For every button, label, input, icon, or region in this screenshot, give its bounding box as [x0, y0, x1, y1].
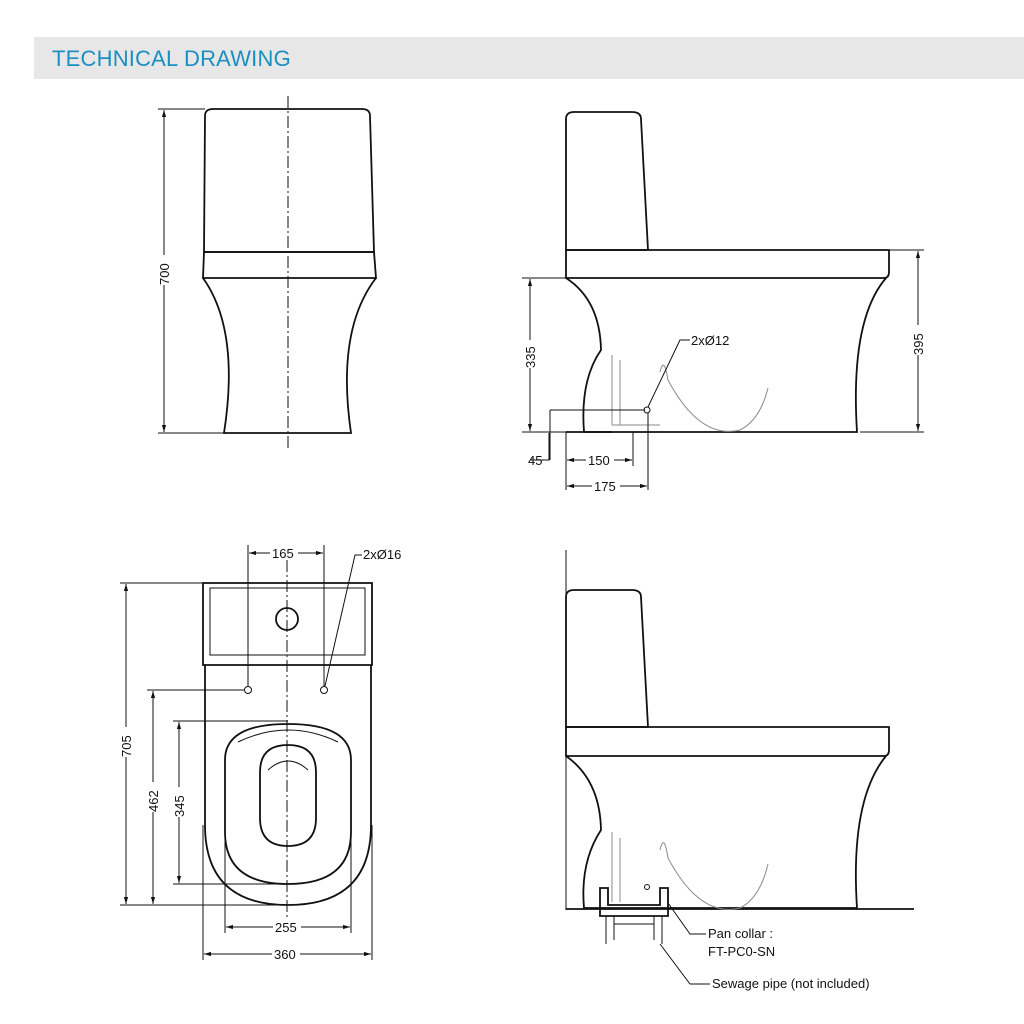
side-dim-45: 45	[528, 453, 542, 468]
detail-sewage-leader	[659, 943, 710, 985]
detail-trapway	[611, 832, 769, 910]
front-view: 700	[156, 96, 377, 448]
front-dim-700-bg	[156, 255, 172, 285]
top-dim-705-bg	[119, 727, 133, 757]
detail-pan-collar-code: FT-PC0-SN	[708, 944, 775, 959]
top-dim-165: 165	[272, 546, 294, 561]
section-title: TECHNICAL DRAWING	[52, 46, 291, 71]
side-seat-outline	[565, 249, 890, 279]
side-dim-395-bg	[911, 325, 925, 355]
top-dim-345-bg	[172, 787, 186, 817]
top-dim-360: 360	[274, 947, 296, 962]
detail-seat-outline	[565, 726, 890, 757]
front-seat-band	[202, 251, 377, 279]
front-bowl-outline	[202, 277, 377, 434]
side-dim-150: 150	[588, 453, 610, 468]
top-dim-345: 345	[172, 795, 187, 817]
side-dim-150-bg	[586, 452, 614, 466]
top-callout-16: 2xØ16	[363, 547, 401, 562]
top-view: 165 2xØ16 705 462 345 255 360	[119, 545, 401, 962]
top-dim-255-bg	[273, 919, 301, 933]
detail-sewage-pipe	[605, 916, 663, 944]
top-dim-462: 462	[146, 790, 161, 812]
side-dim-45-leader	[530, 433, 550, 461]
detail-tank-outline	[565, 589, 649, 728]
top-tank-inner	[209, 587, 366, 656]
top-tank-outline	[202, 582, 373, 666]
section-header: TECHNICAL DRAWING	[34, 37, 1024, 79]
side-trapway	[611, 355, 769, 432]
side-dim-335: 335	[523, 346, 538, 368]
detail-pan-collar	[599, 887, 669, 917]
front-tank-outline	[203, 108, 375, 253]
top-bowl-opening	[259, 744, 317, 847]
top-dim-165-bg	[270, 545, 298, 559]
installation-view: Pan collar : FT-PC0-SN Sewage pipe (not …	[565, 550, 914, 991]
detail-hole	[644, 884, 650, 890]
top-dim-462-bg	[146, 782, 160, 812]
side-dim-175-bg	[592, 478, 620, 492]
top-bowl-outline	[204, 665, 372, 906]
side-bowl-outline	[565, 277, 887, 433]
top-callout-16-leader	[324, 554, 362, 687]
top-dim-255: 255	[275, 920, 297, 935]
detail-bowl-outline	[565, 755, 887, 909]
top-dim-360-bg	[272, 946, 300, 960]
top-bowl-rim-inner	[267, 760, 309, 771]
side-callout-12-leader	[647, 339, 690, 408]
top-hole-left	[244, 686, 252, 694]
top-seat-outline	[224, 723, 352, 885]
side-callout-12: 2xØ12	[691, 333, 729, 348]
detail-pan-collar-label: Pan collar :	[708, 926, 773, 941]
side-dim-175: 175	[594, 479, 616, 494]
top-seat-lid-top	[237, 729, 339, 743]
top-dim-705: 705	[119, 735, 134, 757]
side-view: 2xØ12 335 395 45 150 175	[522, 111, 926, 494]
front-dim-700: 700	[157, 263, 172, 285]
side-dim-395: 395	[911, 333, 926, 355]
detail-sewage-label: Sewage pipe (not included)	[712, 976, 870, 991]
side-tank-outline	[565, 111, 649, 251]
top-hole-right	[320, 686, 328, 694]
detail-pan-collar-leader	[667, 902, 706, 935]
side-dim-335-bg	[523, 340, 537, 368]
